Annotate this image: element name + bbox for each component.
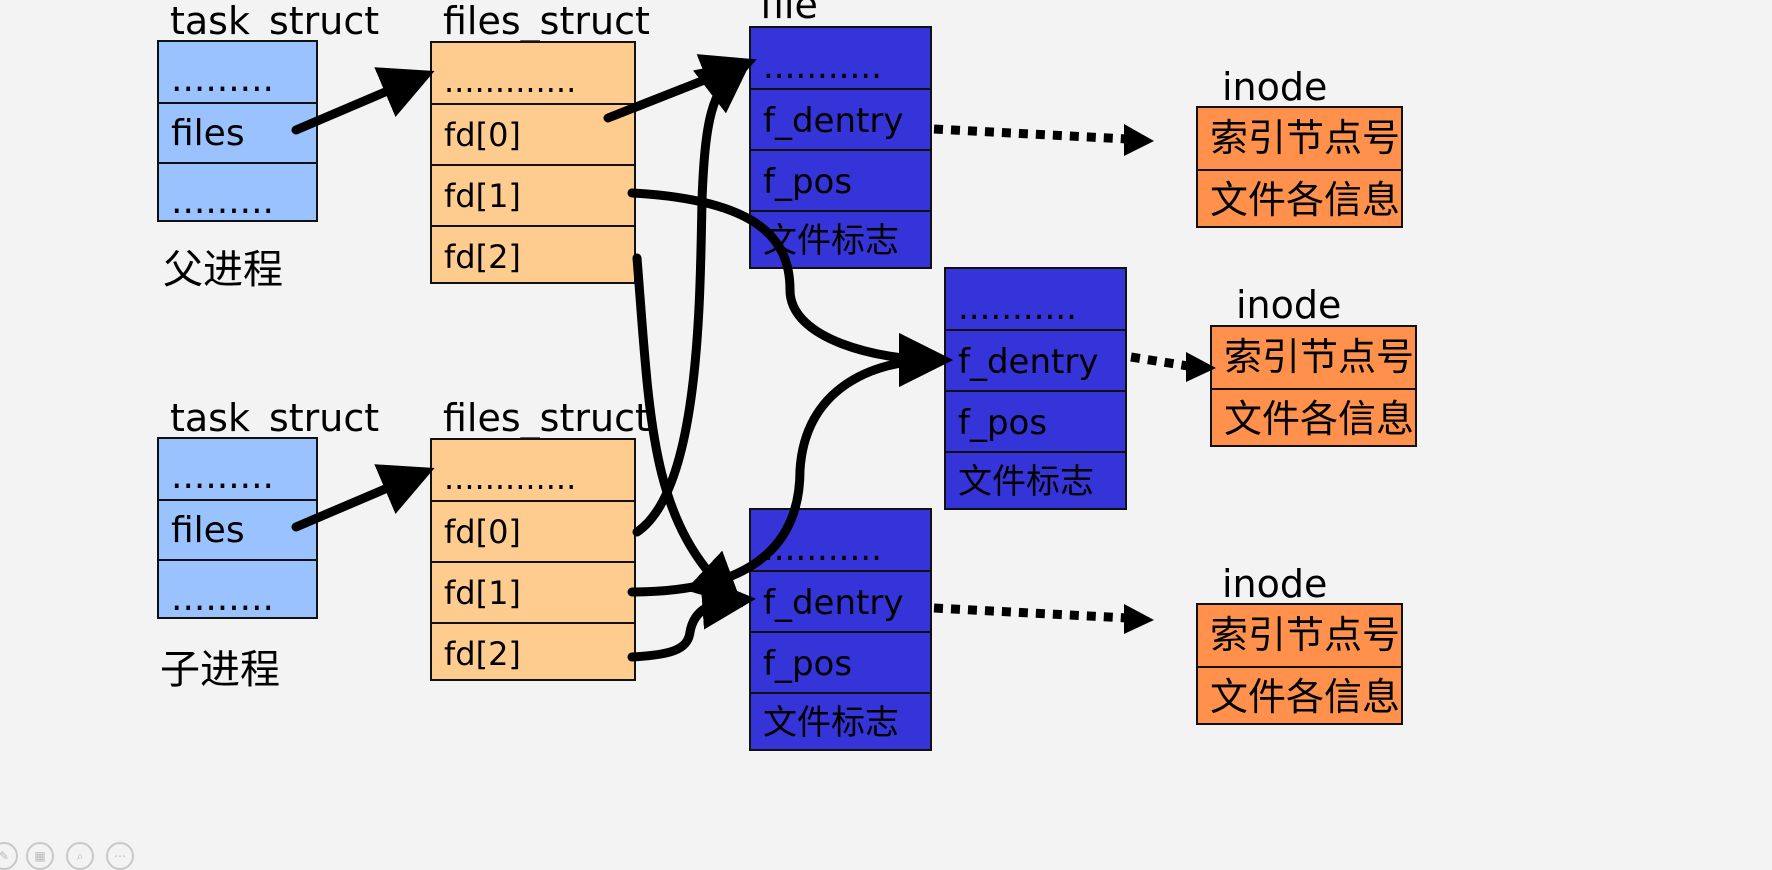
arrowhead-inode-2: [1186, 352, 1216, 382]
inode-row-info: 文件各信息: [1198, 666, 1401, 727]
inode-row-number: 索引节点号: [1224, 335, 1415, 379]
child-task-struct-title: task_struct: [170, 396, 380, 440]
file-row: ...........: [763, 47, 882, 87]
arrowhead-inode-1: [1124, 124, 1154, 156]
file-object-box-2: ........... f_dentry f_pos 文件标志: [944, 267, 1127, 510]
inode-title-3: inode: [1222, 562, 1328, 606]
files-row-fd1: fd[1]: [432, 561, 634, 622]
files-row: .............: [444, 459, 577, 497]
file-row-f-dentry: f_dentry: [751, 570, 930, 631]
arrow-parent-fd2: [632, 253, 744, 608]
inode-row-info: 文件各信息: [1198, 169, 1401, 230]
arrow-child-fd2: [627, 575, 756, 662]
file-row-f-pos: f_pos: [751, 149, 930, 210]
file-row-f-pos: f_pos: [751, 631, 930, 692]
parent-files-struct-title: files_struct: [443, 0, 650, 43]
inode-title-1: inode: [1222, 65, 1328, 109]
task-row: .........: [171, 456, 274, 497]
files-row-fd1: fd[1]: [432, 164, 634, 225]
child-process-caption: 子进程: [160, 647, 280, 693]
inode-box-2: 索引节点号 文件各信息: [1210, 325, 1417, 447]
task-row: .........: [159, 559, 316, 619]
parent-process-caption: 父进程: [163, 247, 283, 293]
child-files-struct-box: ............. fd[0] fd[1] fd[2]: [430, 438, 636, 681]
file-title: file: [760, 0, 818, 27]
inode-row-info: 文件各信息: [1212, 388, 1415, 449]
child-task-struct-box: ......... files .........: [157, 437, 318, 619]
inode-row-number: 索引节点号: [1210, 613, 1401, 657]
file-row-flags: 文件标志: [751, 692, 930, 753]
task-row-files: files: [159, 102, 316, 162]
dotted-arrow-inode-3: [933, 603, 1129, 623]
parent-task-struct-box: ......... files .........: [157, 40, 318, 222]
task-row: .........: [171, 59, 274, 100]
zoom-icon[interactable]: ⌕: [66, 842, 94, 870]
inode-title-2: inode: [1236, 283, 1342, 327]
files-row: .............: [444, 62, 577, 100]
pen-icon[interactable]: ✎: [0, 842, 18, 870]
child-files-struct-title: files_struct: [443, 396, 650, 440]
arrowhead-inode-3: [1124, 604, 1154, 634]
parent-files-struct-box: ............. fd[0] fd[1] fd[2]: [430, 41, 636, 284]
file-row-flags: 文件标志: [946, 451, 1125, 512]
parent-task-struct-title: task_struct: [170, 0, 380, 43]
files-row-fd0: fd[0]: [432, 500, 634, 561]
arrow-parent-fd1: [627, 188, 953, 387]
presentation-toolbar: ✎ ▦ ⌕ ⋯: [0, 838, 180, 870]
files-row-fd2: fd[2]: [432, 622, 634, 683]
file-object-box-1: ........... f_dentry f_pos 文件标志: [749, 26, 932, 269]
files-row-fd2: fd[2]: [432, 225, 634, 286]
task-row: .........: [159, 162, 316, 222]
file-object-box-3: ........... f_dentry f_pos 文件标志: [749, 508, 932, 751]
dotted-arrow-inode-1: [933, 124, 1129, 144]
slides-icon[interactable]: ▦: [26, 842, 54, 870]
files-row-fd0: fd[0]: [432, 103, 634, 164]
dotted-arrow-inode-2: [1130, 352, 1189, 371]
inode-row-number: 索引节点号: [1210, 116, 1401, 160]
file-row: ...........: [958, 288, 1077, 328]
more-icon[interactable]: ⋯: [106, 842, 134, 870]
file-row-f-dentry: f_dentry: [946, 329, 1125, 390]
task-row-files: files: [159, 499, 316, 559]
inode-box-1: 索引节点号 文件各信息: [1196, 106, 1403, 228]
arrow-child-fd0: [632, 59, 753, 537]
file-row-f-pos: f_pos: [946, 390, 1125, 451]
inode-box-3: 索引节点号 文件各信息: [1196, 603, 1403, 725]
arrow-child-files: [291, 464, 435, 532]
arrow-parent-files: [291, 67, 435, 135]
file-row-f-dentry: f_dentry: [751, 88, 930, 149]
